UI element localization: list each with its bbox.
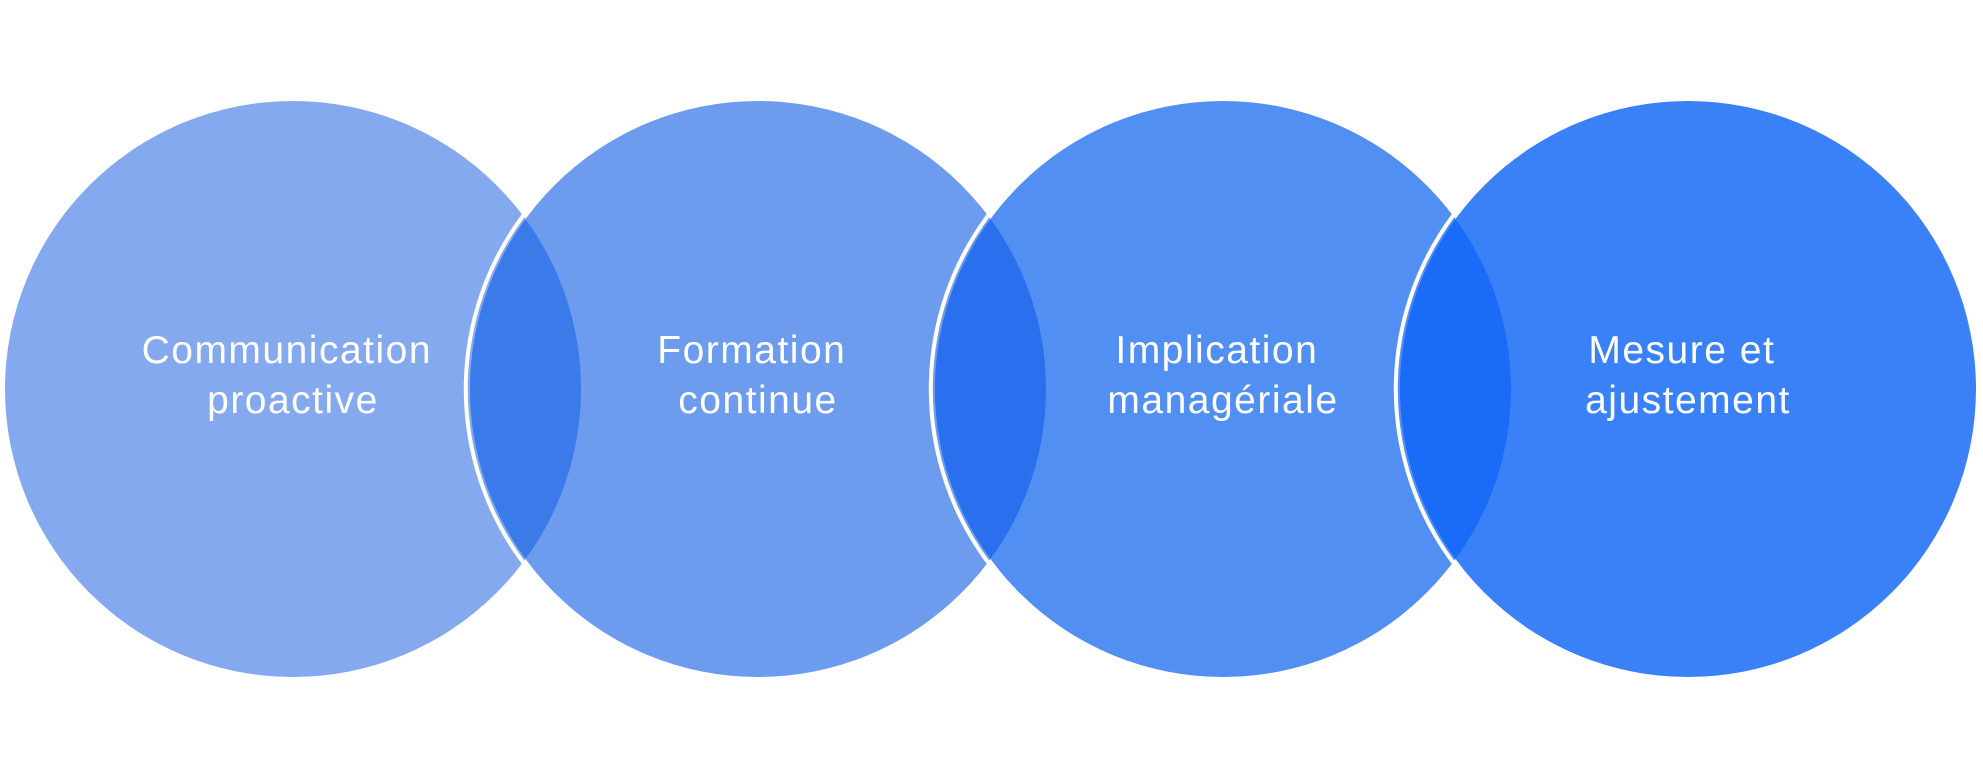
step-2-label-line2: continue (678, 379, 837, 422)
step-2-label: Formation continue (657, 329, 858, 422)
overlap-3-4-outline (1393, 213, 1456, 565)
step-4-circle (1400, 101, 1976, 677)
step-1-label-line2: proactive (207, 379, 379, 422)
step-2-label-line1: Formation (657, 329, 846, 372)
circles-layer (5, 101, 1976, 677)
step-3-circle (935, 101, 1511, 677)
step-1-label: Communication proactive (142, 329, 445, 422)
step-3-label: Implication managériale (1107, 329, 1338, 422)
overlaps-layer (463, 213, 1512, 565)
labels-layer: Communication proactive Formation contin… (142, 329, 1791, 422)
step-3-label-line2: managériale (1107, 379, 1338, 422)
overlap-3-4-lens (1400, 219, 1512, 559)
overlap-1-2-lens (469, 219, 581, 559)
overlap-1-2-outline (463, 213, 526, 565)
step-1-circle (5, 101, 581, 677)
step-2-circle (470, 101, 1046, 677)
step-4-label-line1: Mesure et (1588, 329, 1775, 372)
overlap-2-3-lens (935, 219, 1046, 559)
step-1-label-line1: Communication (142, 329, 432, 372)
step-4-label: Mesure et ajustement (1585, 329, 1791, 422)
step-4-label-line2: ajustement (1585, 379, 1791, 422)
step-3-label-line1: Implication (1115, 329, 1318, 372)
overlap-2-3-outline (928, 213, 991, 565)
